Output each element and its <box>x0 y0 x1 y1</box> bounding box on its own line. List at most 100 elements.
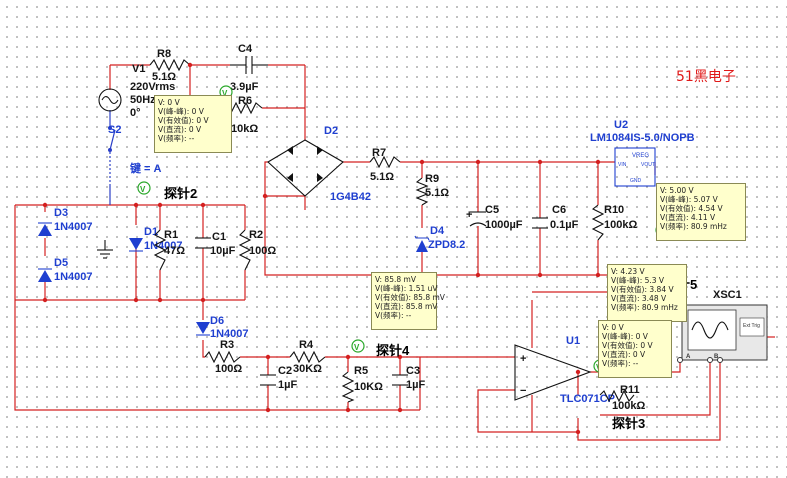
c4-ref: C4 <box>238 43 253 55</box>
resistor-r3[interactable]: R3 100Ω <box>204 339 242 375</box>
v1-value: 220Vrms <box>130 81 175 93</box>
resistor-r9[interactable]: R9 5.1Ω <box>415 173 449 206</box>
xsc1-ext-trig: Ext Trig <box>743 323 760 329</box>
diode-d5[interactable]: D5 1N4007 <box>38 257 93 283</box>
d2-ref: D2 <box>324 125 338 137</box>
svg-text:V: V <box>140 185 146 194</box>
probe-readout-6: V: 5.00 V V(峰-峰): 5.07 V V(有效值): 4.54 V … <box>656 183 746 241</box>
probe-marker-4[interactable]: V 探针4 <box>351 339 410 358</box>
resistor-r8[interactable]: R8 5.1Ω <box>149 48 191 83</box>
diode-d1[interactable]: D1 1N4007 <box>129 226 183 252</box>
probe-readout-1: V: 0 V V(峰-峰): 0 V V(有效值): 0 V V(直流): 0 … <box>154 95 232 153</box>
watermark-text: 51黑电子 <box>676 69 736 85</box>
ac-source-v1[interactable]: V1 220Vrms 50Hz 0° <box>98 63 175 119</box>
xsc1-ref: XSC1 <box>713 289 742 301</box>
svg-text:VIN: VIN <box>618 162 627 168</box>
d3-ref: D3 <box>54 207 68 219</box>
d5-ref: D5 <box>54 257 68 269</box>
resistor-r5[interactable]: R5 10KΩ <box>341 365 383 403</box>
d3-value: 1N4007 <box>54 221 93 233</box>
r5-value: 10KΩ <box>354 381 383 393</box>
bridge-rectifier-d2[interactable]: D2 1G4B42 <box>267 125 371 203</box>
probe-label-4: 探针4 <box>376 343 410 358</box>
diode-d3[interactable]: D3 1N4007 <box>38 207 93 236</box>
resistor-r4[interactable]: R4 30KΩ <box>289 339 326 375</box>
oscilloscope-xsc1[interactable]: Ext Trig A B XSC1 <box>677 289 768 363</box>
opamp-u1[interactable]: + − U1 TLC071CP <box>514 335 615 405</box>
c5-value: 1000µF <box>485 219 523 231</box>
resistor-r6[interactable]: R6 10kΩ <box>221 95 263 135</box>
r7-value: 5.1Ω <box>370 171 394 183</box>
wires <box>14 64 775 441</box>
r6-value: 10kΩ <box>231 123 258 135</box>
c1-value: 10µF <box>210 245 236 257</box>
regulator-u2[interactable]: VREG VIN VOUT GND U2 LM1084IS-5.0/NOPB <box>590 119 695 187</box>
r4-ref: R4 <box>299 339 314 351</box>
u1-minus: − <box>520 385 526 397</box>
d5-value: 1N4007 <box>54 271 93 283</box>
d4-value: ZPD8.2 <box>428 239 465 251</box>
capacitor-c2[interactable]: C2 1µF <box>260 365 297 391</box>
d2-value: 1G4B42 <box>330 191 371 203</box>
c2-value: 1µF <box>278 379 297 391</box>
c4-value: 3.9µF <box>230 81 259 93</box>
r4-value: 30KΩ <box>293 363 322 375</box>
r11-value: 100kΩ <box>612 400 645 412</box>
c5-ref: C5 <box>485 204 499 216</box>
resistor-r7[interactable]: R7 5.1Ω <box>369 147 401 183</box>
resistor-r10[interactable]: R10 100kΩ <box>591 204 637 241</box>
u2-ref: U2 <box>614 119 628 131</box>
c5-plus: + <box>466 209 472 221</box>
probe-readout-3: V: 0 V V(峰-峰): 0 V V(有效值): 0 V V(直流): 0 … <box>598 320 672 378</box>
s2-key: 键 = A <box>129 161 162 175</box>
d6-value: 1N4007 <box>210 328 249 340</box>
svg-text:GND: GND <box>630 178 642 184</box>
v1-phase: 0° <box>130 107 141 119</box>
capacitor-c5[interactable]: + C5 1000µF <box>466 204 523 231</box>
d4-ref: D4 <box>430 225 445 237</box>
probe-readout-5: V: 4.23 V V(峰-峰): 5.3 V V(有效值): 3.84 V V… <box>607 264 687 322</box>
r1-value: 47Ω <box>164 245 185 257</box>
r2-value: 100Ω <box>249 245 276 257</box>
r2-ref: R2 <box>249 229 263 241</box>
c6-ref: C6 <box>552 204 566 216</box>
u2-vreg: VREG <box>632 153 649 159</box>
r3-ref: R3 <box>220 339 234 351</box>
r7-ref: R7 <box>372 147 386 159</box>
r10-value: 100kΩ <box>604 219 637 231</box>
d1-ref: D1 <box>144 226 158 238</box>
ground-icon <box>97 240 113 259</box>
d1-value: 1N4007 <box>144 240 183 252</box>
probe-marker-2[interactable]: V 探针2 <box>137 181 197 201</box>
probe-label-2: 探针2 <box>164 186 197 201</box>
diode-d6[interactable]: D6 1N4007 <box>196 315 249 340</box>
capacitor-c1[interactable]: C1 10µF <box>195 231 236 257</box>
r1-ref: R1 <box>164 229 178 241</box>
s2-ref: S2 <box>108 124 121 136</box>
resistor-r2[interactable]: R2 100Ω <box>238 229 276 271</box>
resistor-r1[interactable]: R1 47Ω <box>153 229 185 271</box>
switch-s2[interactable]: S2 键 = A <box>108 124 162 175</box>
r10-ref: R10 <box>604 204 624 216</box>
xsc1-pin-a: A <box>686 354 691 360</box>
r8-ref: R8 <box>157 48 171 60</box>
svg-text:VOUT: VOUT <box>641 162 655 168</box>
u1-ref: U1 <box>566 335 580 347</box>
svg-text:V: V <box>222 89 228 98</box>
probe-readout-4: V: 85.8 mV V(峰-峰): 1.51 uV V(有效值): 85.8 … <box>371 272 445 330</box>
c2-ref: C2 <box>278 365 292 377</box>
zener-d4[interactable]: D4 ZPD8.2 <box>414 225 465 252</box>
u1-value: TLC071CP <box>560 393 615 405</box>
capacitor-c6[interactable]: C6 0.1µF <box>532 204 579 231</box>
d6-ref: D6 <box>210 315 224 327</box>
probe-label-3: 探针3 <box>612 416 645 431</box>
u1-plus: + <box>520 353 526 365</box>
svg-text:V: V <box>354 343 360 352</box>
capacitor-c3[interactable]: C3 1µF <box>392 365 425 391</box>
c3-value: 1µF <box>406 379 425 391</box>
r8-value: 5.1Ω <box>152 71 176 83</box>
capacitor-c4[interactable]: C4 3.9µF <box>230 43 268 93</box>
r3-value: 100Ω <box>215 363 242 375</box>
resistor-r11[interactable]: R11 100kΩ <box>599 384 645 412</box>
r9-ref: R9 <box>425 173 439 185</box>
